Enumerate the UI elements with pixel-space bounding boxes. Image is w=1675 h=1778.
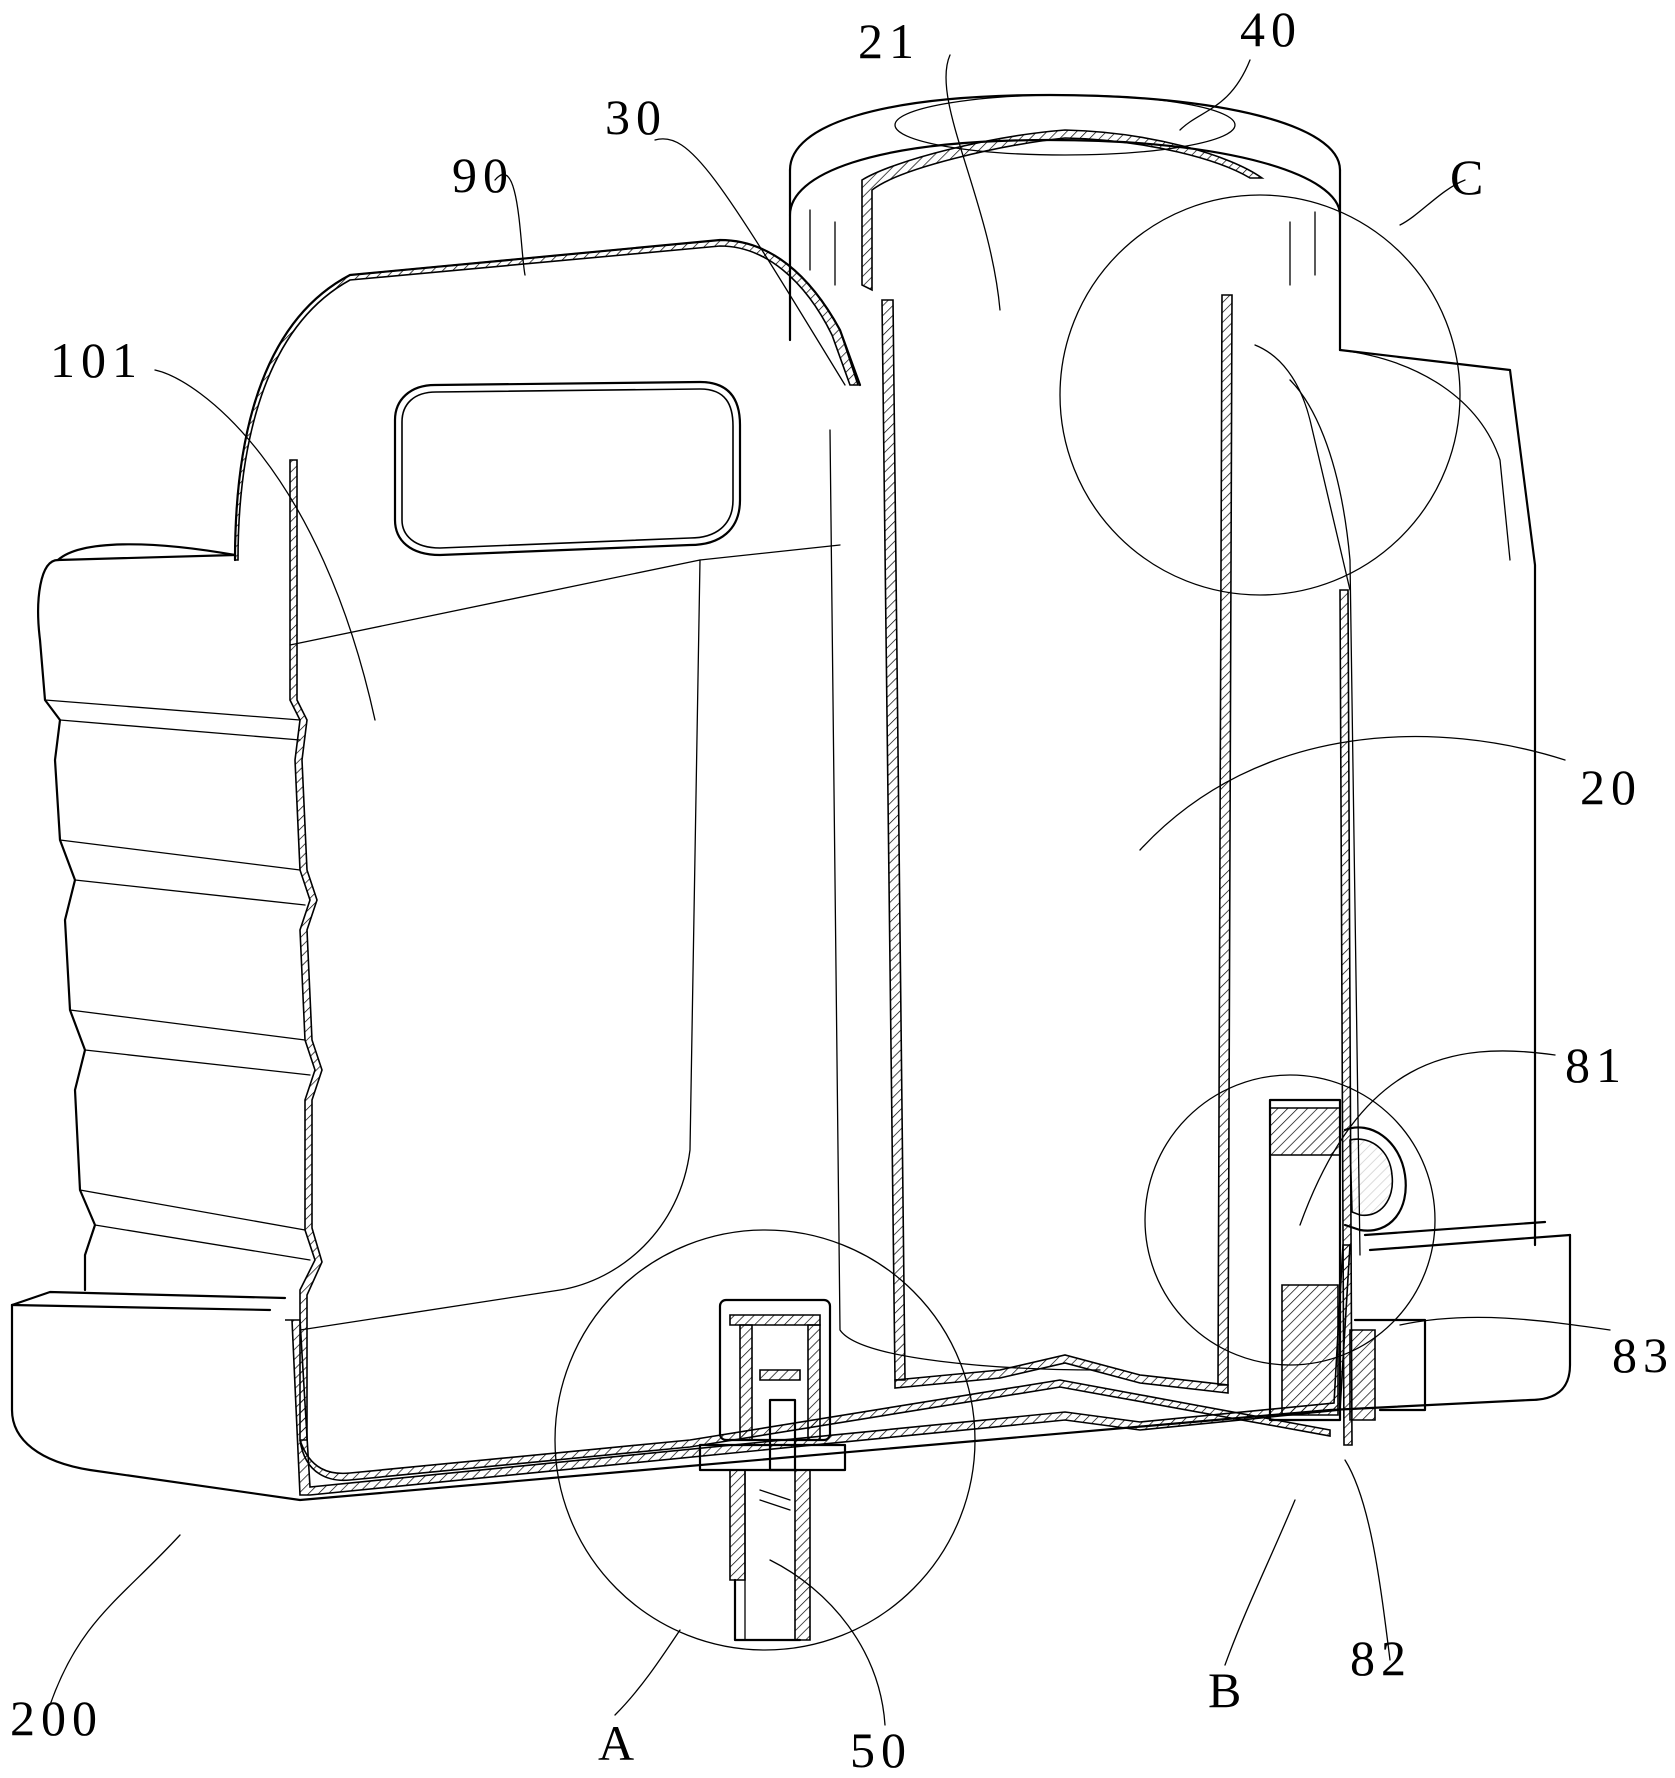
label-81: 81: [1565, 1037, 1627, 1093]
label-20: 20: [1580, 759, 1642, 815]
container-body: [37, 238, 862, 1441]
drain-valve: [698, 1298, 847, 1642]
label-200: 200: [10, 1690, 103, 1746]
label-50: 50: [850, 1722, 912, 1778]
leader-lines: [49, 54, 1611, 1726]
label-82: 82: [1350, 1630, 1412, 1686]
float-module: [1268, 1098, 1427, 1422]
label-83: 83: [1612, 1327, 1674, 1383]
label-b: B: [1208, 1662, 1248, 1718]
label-101: 101: [50, 332, 143, 388]
label-a: A: [598, 1715, 641, 1771]
inner-tank: [788, 93, 1537, 1446]
label-40: 40: [1240, 1, 1302, 57]
label-90: 90: [452, 147, 514, 203]
label-c: C: [1450, 149, 1490, 205]
detail-circle-c: [1059, 194, 1461, 596]
label-30: 30: [605, 89, 667, 145]
label-21: 21: [858, 13, 920, 69]
detail-circle-b: [1144, 1074, 1436, 1366]
detail-circle-a: [554, 1229, 976, 1651]
base-tray: [10, 1220, 1572, 1502]
